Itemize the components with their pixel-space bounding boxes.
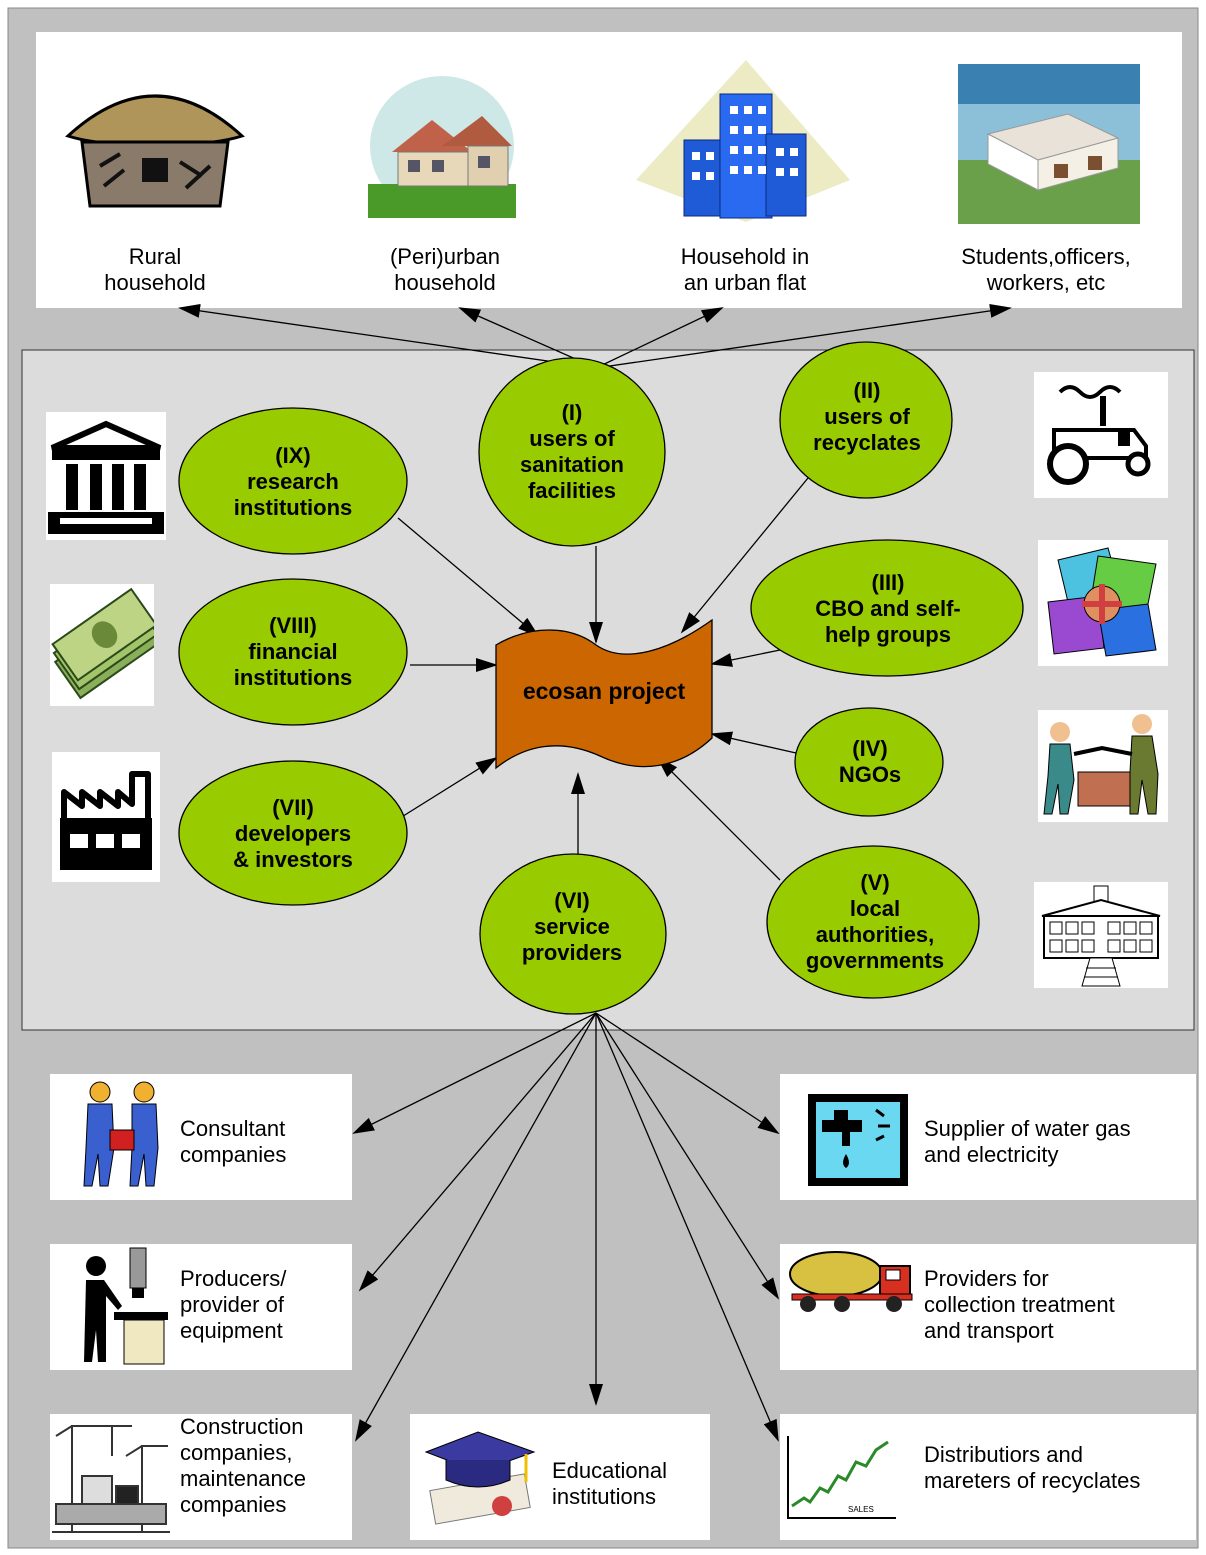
joined-hands-icon bbox=[1038, 540, 1168, 666]
villa-icon bbox=[958, 64, 1140, 224]
tractor-icon bbox=[1034, 372, 1168, 498]
handshake-icon bbox=[1038, 710, 1168, 822]
label-construction-companies: Construction companies, maintenance comp… bbox=[180, 1414, 306, 1517]
graduation-cap-icon bbox=[418, 1422, 542, 1532]
arrow-to-students-workers bbox=[595, 303, 1012, 369]
label-service-providers: (VI) service providers bbox=[521, 888, 623, 965]
label-transport-providers: Providers for collection treatment and t… bbox=[924, 1266, 1115, 1343]
oval-research-institutions bbox=[178, 407, 408, 555]
label-research-institutions: (IX) research institutions bbox=[233, 443, 353, 520]
label-equipment-producers: Producers/ provider of equipment bbox=[180, 1266, 287, 1343]
machine-operator-icon bbox=[70, 1246, 170, 1368]
arrow-to-urban-flat-household bbox=[595, 307, 724, 369]
arrow-to-utilities bbox=[595, 1012, 780, 1135]
construction-cranes-icon bbox=[52, 1416, 170, 1538]
house-icon bbox=[362, 60, 520, 220]
label-users-of-recyclates: (II) users of recyclates bbox=[813, 378, 921, 455]
label-developers-investors: (VII) developers & investors bbox=[233, 795, 353, 872]
household-label-students: Students,officers, workers, etc bbox=[961, 244, 1131, 295]
household-label-rural: Rural household bbox=[104, 244, 206, 295]
arrow-cbo-to-project bbox=[710, 649, 781, 667]
oval-developers-investors bbox=[178, 760, 408, 906]
arrow-authorities-to-project bbox=[656, 756, 781, 881]
money-icon bbox=[50, 584, 161, 706]
arrow-to-distributors bbox=[595, 1012, 779, 1442]
consultants-icon bbox=[74, 1078, 170, 1196]
arrow-to-consultants bbox=[352, 1012, 597, 1134]
ecosan-project-label: ecosan project bbox=[522, 678, 686, 704]
hut-icon bbox=[60, 66, 250, 216]
label-utility-supplier: Supplier of water gas and electricity bbox=[924, 1116, 1131, 1167]
stakeholder-ovals bbox=[178, 341, 1024, 1015]
water-tap-icon bbox=[806, 1092, 910, 1188]
oval-cbo-groups bbox=[750, 539, 1024, 677]
arrow-to-rural-household bbox=[178, 303, 597, 369]
label-users-of-sanitation: (I) users of sanitation facilities bbox=[520, 400, 624, 503]
stakeholder-arrows bbox=[397, 477, 809, 881]
tanker-truck-icon bbox=[786, 1248, 916, 1318]
oval-ngos bbox=[794, 707, 944, 817]
arrow-to-construction bbox=[355, 1012, 597, 1442]
arrow-recyclate-users-to-project bbox=[680, 477, 809, 634]
oval-users-of-recyclates bbox=[779, 341, 953, 499]
arrow-to-producers bbox=[358, 1012, 597, 1292]
town-hall-icon bbox=[1034, 882, 1168, 988]
institution-building-icon bbox=[46, 412, 166, 540]
household-label-urban-flat: Household in an urban flat bbox=[680, 244, 810, 295]
oval-service-providers bbox=[479, 853, 667, 1015]
label-educational-institutions: Educational institutions bbox=[552, 1458, 667, 1509]
label-recyclate-distributors: Distributiors and mareters of recyclates bbox=[924, 1442, 1141, 1493]
oval-local-authorities bbox=[766, 845, 980, 999]
label-consultant-companies: Consultant companies bbox=[180, 1116, 287, 1167]
ecosan-project-shape bbox=[495, 618, 713, 770]
svg-text:SALES: SALES bbox=[848, 1505, 874, 1514]
oval-financial-institutions bbox=[178, 578, 408, 726]
arrow-research-to-project bbox=[397, 517, 540, 638]
factory-icon bbox=[52, 752, 160, 882]
household-label-periurban: (Peri)urban household bbox=[389, 244, 501, 295]
label-ngos: (IV) NGOs bbox=[838, 736, 902, 787]
arrow-developers-to-project bbox=[399, 756, 498, 819]
oval-users-of-sanitation bbox=[478, 357, 666, 547]
label-cbo-groups: (III) CBO and self- help groups bbox=[815, 570, 961, 647]
apartment-building-icon bbox=[636, 60, 850, 222]
label-local-authorities: (V) local authorities, governments bbox=[805, 870, 945, 973]
service-provider-arrows bbox=[352, 1012, 780, 1442]
rising-chart-icon: SALES bbox=[784, 1432, 900, 1524]
arrow-ngos-to-project bbox=[710, 731, 797, 754]
arrow-to-transport bbox=[595, 1012, 780, 1300]
label-financial-institutions: (VIII) financial institutions bbox=[233, 613, 353, 690]
